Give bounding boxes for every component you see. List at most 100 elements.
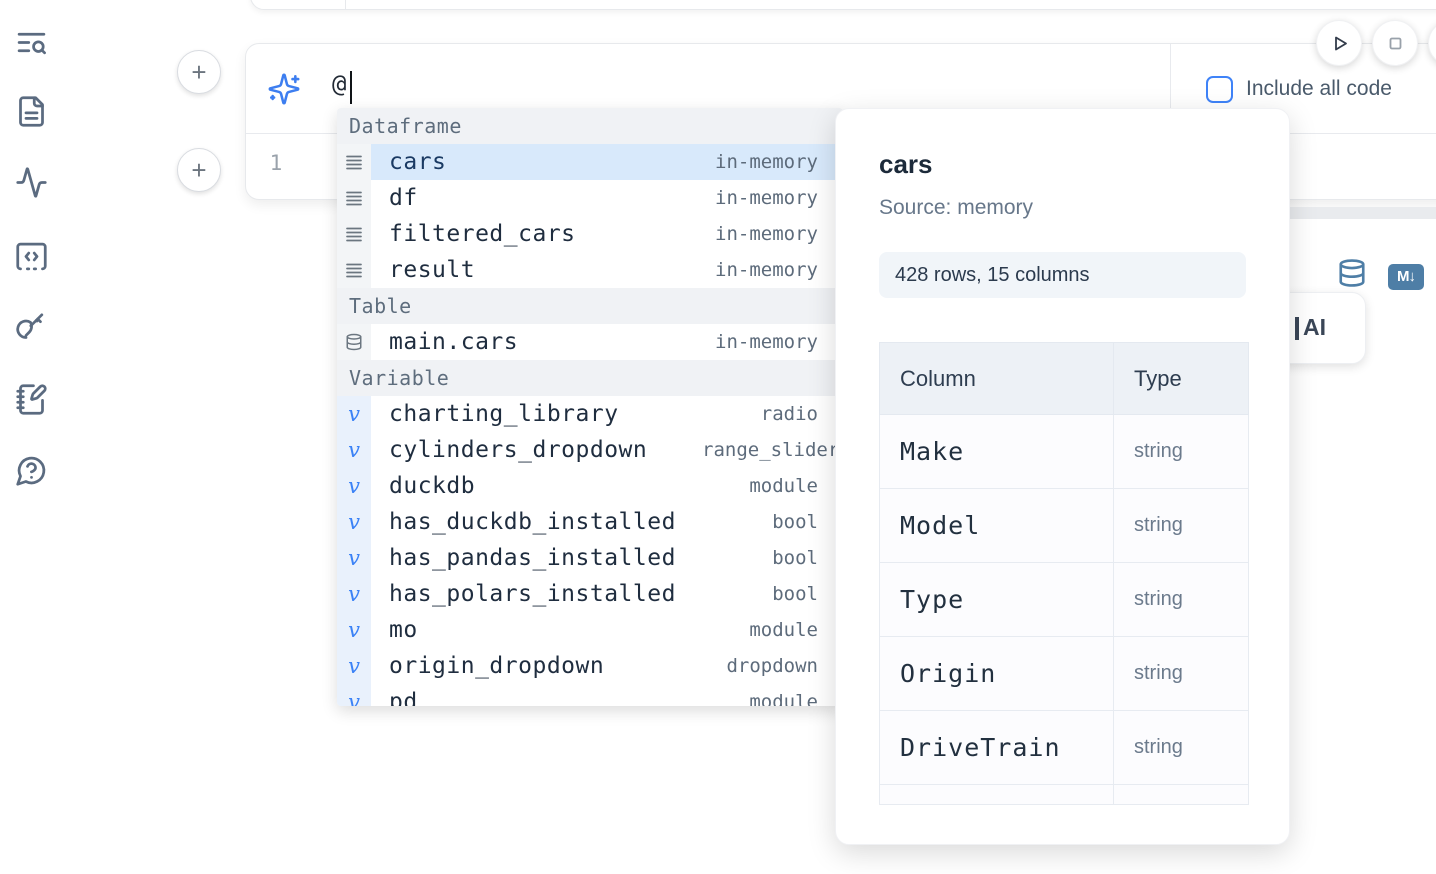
autocomplete-item[interactable]: v duckdb module: [337, 468, 843, 504]
item-name: pd: [389, 689, 418, 706]
sidebar-scratchpad-button[interactable]: [15, 379, 57, 419]
autocomplete-item-main: mo module: [371, 612, 843, 648]
autocomplete-section-header: Dataframe: [337, 108, 843, 144]
variable-glyph: v: [348, 546, 360, 570]
schema-column-type: [1114, 785, 1249, 805]
item-type: in-memory: [702, 223, 818, 245]
item-type: dropdown: [702, 655, 818, 677]
schema-column-name: Model: [880, 489, 1114, 563]
sidebar-help-button[interactable]: [15, 450, 57, 490]
variable-glyph: v: [348, 690, 360, 706]
variable-icon: v: [337, 504, 371, 540]
schema-row-partial: [880, 785, 1249, 805]
sidebar-secrets-button[interactable]: [15, 306, 57, 346]
help-chat-icon: [15, 454, 48, 487]
autocomplete-item-main: duckdb module: [371, 468, 843, 504]
rows-icon: [337, 180, 371, 216]
database-icon: [1337, 258, 1367, 288]
include-all-code-checkbox[interactable]: [1206, 76, 1233, 103]
schema-table: ColumnType MakestringModelstringTypestri…: [879, 342, 1249, 805]
variable-icon: v: [337, 648, 371, 684]
item-type: module: [702, 619, 818, 641]
item-name: cylinders_dropdown: [389, 437, 647, 463]
item-name: has_pandas_installed: [389, 545, 676, 571]
autocomplete-item[interactable]: v has_pandas_installed bool: [337, 540, 843, 576]
sidebar-snippets-button[interactable]: [15, 236, 57, 276]
item-type: bool: [702, 511, 818, 533]
autocomplete-item[interactable]: dfin-memory: [337, 180, 843, 216]
item-name: origin_dropdown: [389, 653, 604, 679]
item-type: in-memory: [702, 331, 818, 353]
item-type: in-memory: [702, 259, 818, 281]
item-name: duckdb: [389, 473, 475, 499]
ai-button-label: AI: [1303, 314, 1326, 341]
autocomplete-item[interactable]: carsin-memory: [337, 144, 843, 180]
database-icon: [345, 333, 363, 351]
item-name: mo: [389, 617, 418, 643]
add-cell-above-button[interactable]: +: [177, 50, 221, 94]
rows-icon: [345, 261, 363, 279]
rows-icon: [337, 252, 371, 288]
variable-icon: v: [337, 540, 371, 576]
schema-header-cell: Type: [1114, 343, 1249, 415]
list-search-icon: [15, 26, 48, 59]
markdown-button[interactable]: M↓: [1388, 264, 1424, 290]
ai-prompt-value: @: [332, 70, 346, 98]
preview-shape-badge: 428 rows, 15 columns: [879, 252, 1246, 298]
item-name: main.cars: [389, 329, 518, 355]
autocomplete-item[interactable]: v mo module: [337, 612, 843, 648]
autocomplete-item[interactable]: vcharting_libraryradio: [337, 396, 843, 432]
item-type: bool: [702, 547, 818, 569]
autocomplete-item[interactable]: result in-memory: [337, 252, 843, 288]
variable-glyph: v: [348, 618, 360, 642]
autocomplete-section-header: Table: [337, 288, 843, 324]
variable-glyph: v: [348, 474, 360, 498]
autocomplete-popup: Dataframecarsin-memorydfin-memoryfiltere…: [337, 108, 843, 706]
item-type: in-memory: [702, 151, 818, 173]
occluded-glyph: [1295, 317, 1299, 340]
autocomplete-item[interactable]: v cylinders_dropdown range_slider: [337, 432, 843, 468]
run-cell-button[interactable]: [1316, 20, 1362, 66]
schema-column-name: DriveTrain: [880, 711, 1114, 785]
sidebar-logs-button[interactable]: [15, 162, 57, 202]
item-name: has_polars_installed: [389, 581, 676, 607]
autocomplete-item-main: main.cars in-memory: [371, 324, 843, 360]
rows-icon: [345, 225, 363, 243]
add-cell-below-button[interactable]: +: [177, 148, 221, 192]
previous-cell-gutter-divider: [345, 0, 346, 9]
autocomplete-item[interactable]: vhas_polars_installedbool: [337, 576, 843, 612]
line-number: 1: [262, 151, 290, 175]
schema-header-cell: Column: [880, 343, 1114, 415]
database-icon: [337, 324, 371, 360]
code-block-icon: [15, 240, 48, 273]
autocomplete-item[interactable]: v origin_dropdown dropdown: [337, 648, 843, 684]
rows-icon: [345, 153, 363, 171]
variable-glyph: v: [348, 582, 360, 606]
schema-row: Modelstring: [880, 489, 1249, 563]
autocomplete-item[interactable]: vpdmodule: [337, 684, 843, 706]
stop-icon: [1383, 31, 1408, 56]
item-name: result: [389, 257, 475, 283]
schema-column-type: string: [1114, 415, 1249, 489]
variable-icon: v: [337, 432, 371, 468]
variable-icon: v: [337, 612, 371, 648]
variable-icon: v: [337, 576, 371, 612]
item-type: module: [702, 475, 818, 497]
schema-column-type: string: [1114, 637, 1249, 711]
autocomplete-item[interactable]: vhas_duckdb_installedbool: [337, 504, 843, 540]
sidebar-files-button[interactable]: [15, 91, 57, 131]
autocomplete-item-main: cylinders_dropdown range_slider: [371, 432, 843, 468]
datasource-button[interactable]: [1336, 258, 1368, 290]
play-icon: [1327, 31, 1352, 56]
autocomplete-item[interactable]: filtered_carsin-memory: [337, 216, 843, 252]
schema-column-name: [880, 785, 1114, 805]
sidebar-search-button[interactable]: [15, 22, 57, 62]
autocomplete-item-main: dfin-memory: [371, 180, 843, 216]
autocomplete-item[interactable]: main.cars in-memory: [337, 324, 843, 360]
stop-button[interactable]: [1372, 20, 1418, 66]
item-type: radio: [702, 403, 818, 425]
rows-icon: [345, 189, 363, 207]
item-type: range_slider: [702, 439, 818, 461]
variable-glyph: v: [348, 654, 360, 678]
preview-title: cars: [879, 149, 1246, 180]
